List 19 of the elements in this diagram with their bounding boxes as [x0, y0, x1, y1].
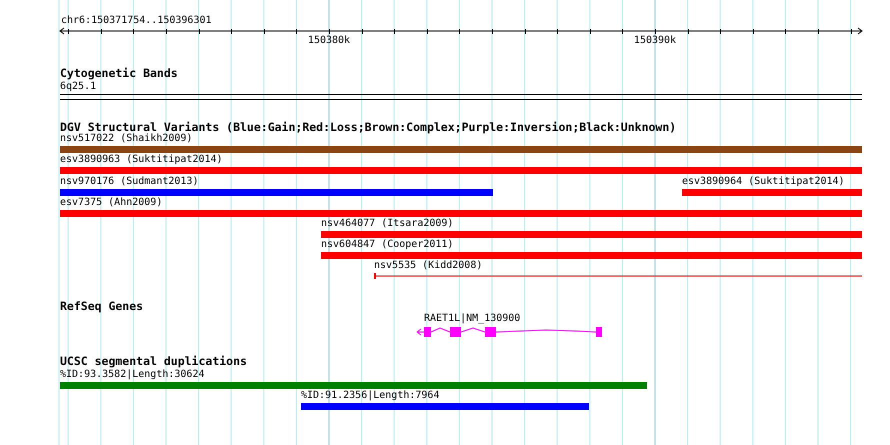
feature-label: RAET1L|NM_130900 [424, 313, 522, 326]
coordinate-label: 150380k [308, 35, 350, 47]
coordinate-label: chr6:150371754..150396301 [61, 15, 212, 27]
feature-label: nsv517022 (Shaikh2009) [60, 133, 194, 146]
feature-label: nsv5535 (Kidd2008) [374, 260, 484, 273]
feature-label: %ID:91.2356|Length:7964 [301, 390, 440, 403]
track-title: UCSC segmental duplications [60, 355, 247, 367]
coordinate-label: 150390k [634, 35, 676, 47]
feature-label: nsv604847 (Cooper2011) [321, 239, 454, 252]
feature-label: nsv464077 (Itsara2009) [321, 218, 454, 231]
feature-label: esv3890964 (Suktitipat2014) [682, 176, 846, 189]
feature-label: 6q25.1 [60, 81, 98, 94]
track-title: RefSeq Genes [60, 300, 144, 312]
feature-label: %ID:93.3582|Length:30624 [60, 369, 206, 382]
track-title: DGV Structural Variants (Blue:Gain;Red:Loss;Brown:Complex;Purple:Inversion;Black:Unknown) [60, 121, 676, 133]
track-title: Cytogenetic Bands [60, 67, 178, 79]
feature-label: esv7375 (Ahn2009) [60, 197, 164, 210]
feature-label: nsv970176 (Sudmant2013) [60, 176, 200, 189]
feature-label: esv3890963 (Suktitipat2014) [60, 154, 224, 167]
